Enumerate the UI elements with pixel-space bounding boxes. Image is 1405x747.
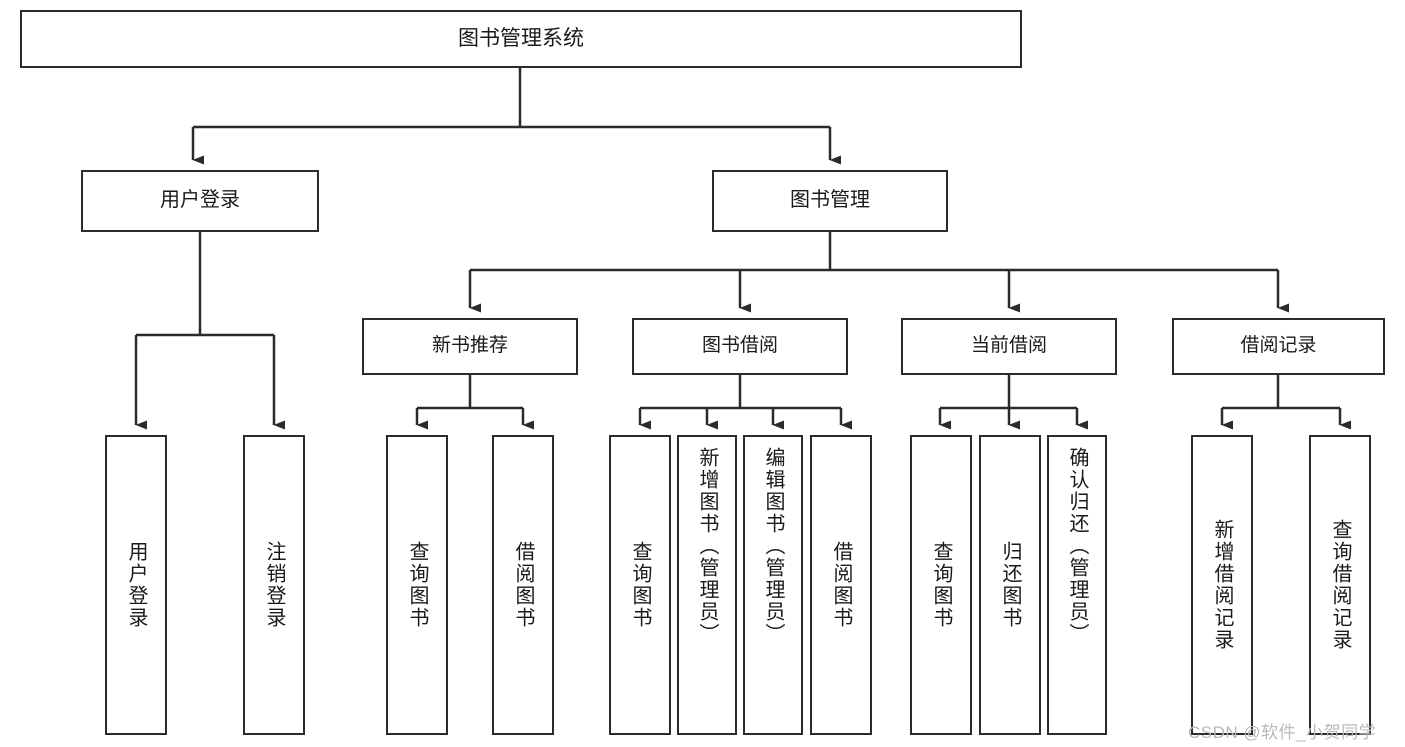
node-book-management-label: 图书管理 — [790, 189, 870, 212]
node-leaf-borrow-book-1[interactable]: 借阅图书 — [492, 435, 554, 735]
node-leaf-return-book[interactable]: 归还图书 — [979, 435, 1041, 735]
node-leaf-user-logout[interactable]: 注销登录 — [243, 435, 305, 735]
node-leaf-confirm-return[interactable]: 确认归还（管理员） — [1047, 435, 1107, 735]
node-leaf-add-record-label: 新增借阅记录 — [1211, 519, 1233, 651]
node-leaf-borrow-book-1-label: 借阅图书 — [512, 541, 534, 629]
node-leaf-edit-book[interactable]: 编辑图书（管理员） — [743, 435, 803, 735]
node-book-borrow[interactable]: 图书借阅 — [632, 318, 848, 375]
node-borrow-record[interactable]: 借阅记录 — [1172, 318, 1385, 375]
node-new-book-recommend-label: 新书推荐 — [431, 335, 508, 357]
node-leaf-edit-book-label: 编辑图书（管理员） — [762, 447, 784, 645]
node-new-book-recommend[interactable]: 新书推荐 — [362, 318, 578, 375]
node-leaf-add-record[interactable]: 新增借阅记录 — [1191, 435, 1253, 735]
node-user-login-label: 用户登录 — [160, 189, 240, 212]
watermark: CSDN @软件_小贺同学 — [1188, 723, 1377, 742]
node-leaf-query-book-3-label: 查询图书 — [930, 541, 952, 629]
node-leaf-confirm-return-label: 确认归还（管理员） — [1066, 447, 1088, 645]
node-book-borrow-label: 图书借阅 — [701, 335, 778, 357]
node-leaf-query-record[interactable]: 查询借阅记录 — [1309, 435, 1371, 735]
node-leaf-query-book-2-label: 查询图书 — [629, 541, 651, 629]
node-leaf-query-book-3[interactable]: 查询图书 — [910, 435, 972, 735]
node-borrow-record-label: 借阅记录 — [1240, 335, 1317, 357]
node-book-management[interactable]: 图书管理 — [712, 170, 948, 232]
node-leaf-return-book-label: 归还图书 — [999, 541, 1021, 629]
node-current-borrow[interactable]: 当前借阅 — [901, 318, 1117, 375]
node-leaf-query-book-1-label: 查询图书 — [406, 541, 428, 629]
node-root-system-label: 图书管理系统 — [458, 26, 584, 50]
node-leaf-query-record-label: 查询借阅记录 — [1329, 519, 1351, 651]
node-leaf-user-login[interactable]: 用户登录 — [105, 435, 167, 735]
node-leaf-user-logout-label: 注销登录 — [263, 541, 285, 629]
node-user-login[interactable]: 用户登录 — [81, 170, 319, 232]
node-leaf-add-book[interactable]: 新增图书（管理员） — [677, 435, 737, 735]
node-leaf-query-book-1[interactable]: 查询图书 — [386, 435, 448, 735]
node-leaf-user-login-label: 用户登录 — [125, 541, 147, 629]
node-leaf-add-book-label: 新增图书（管理员） — [696, 447, 718, 645]
node-root-system[interactable]: 图书管理系统 — [20, 10, 1022, 68]
node-leaf-borrow-book-2[interactable]: 借阅图书 — [810, 435, 872, 735]
node-leaf-borrow-book-2-label: 借阅图书 — [830, 541, 852, 629]
node-leaf-query-book-2[interactable]: 查询图书 — [609, 435, 671, 735]
node-current-borrow-label: 当前借阅 — [970, 335, 1047, 357]
